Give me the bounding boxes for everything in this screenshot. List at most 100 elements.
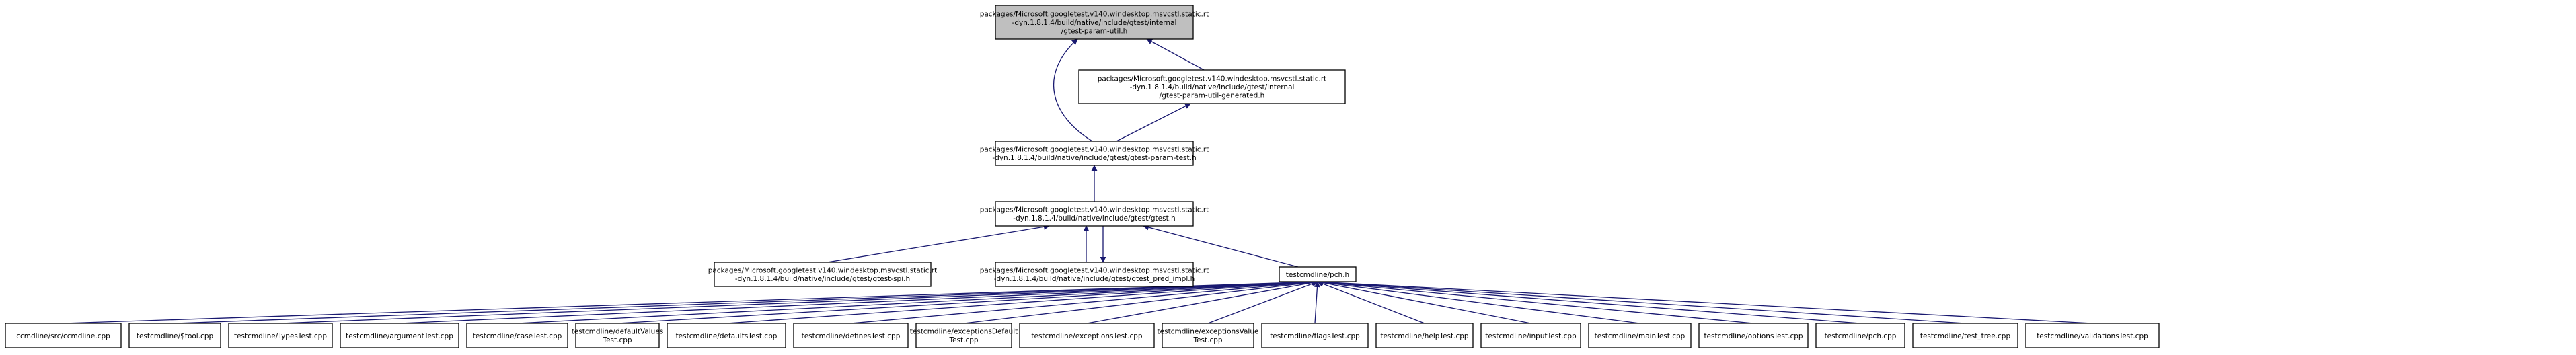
node-exceptions-test[interactable]: testcmdline/exceptionsTest.cpp	[1019, 323, 1155, 348]
node-box	[995, 141, 1194, 166]
node-label-line: packages/Microsoft.googletest.v140.winde…	[708, 267, 938, 275]
node-gtest-spi[interactable]: packages/Microsoft.googletest.v140.winde…	[708, 262, 938, 287]
edge-pch-h-to-gtest	[1143, 224, 1299, 268]
node-label-line: testcmdline/defaultValues	[572, 328, 664, 336]
graph-nodes: packages/Microsoft.googletest.v140.winde…	[5, 5, 2160, 348]
dependency-edges	[63, 38, 2093, 324]
node-ftool-cpp[interactable]: testcmdline/$tool.cpp	[128, 323, 221, 348]
node-label-line: testcmdline/exceptionsDefault	[910, 328, 1018, 336]
edge-case-test-to-pch-h	[517, 278, 1318, 324]
edge-help-test-to-pch-h	[1317, 280, 1425, 324]
node-label-line: Test.cpp	[602, 336, 632, 344]
edge-exceptions-default-test-to-pch-h	[963, 279, 1318, 324]
node-box	[2025, 323, 2160, 348]
node-box	[1019, 323, 1155, 348]
node-box	[340, 323, 459, 348]
edge-gtest-param-util-generated-to-gtest-param-util	[1146, 38, 1205, 71]
node-box	[995, 201, 1194, 227]
edge-gtest-param-test-to-gtest-param-util	[1053, 38, 1093, 142]
node-box	[1375, 323, 1474, 348]
node-label-line: testcmdline/exceptionsValue	[1158, 328, 1259, 336]
node-box	[1912, 323, 2018, 348]
node-argument-test[interactable]: testcmdline/argumentTest.cpp	[340, 323, 459, 348]
node-label-line: testcmdline/caseTest.cpp	[473, 332, 562, 340]
node-label-line: -dyn.1.8.1.4/build/native/include/gtest/…	[994, 275, 1195, 283]
node-gtest-param-test[interactable]: packages/Microsoft.googletest.v140.winde…	[980, 141, 1209, 166]
node-box	[1279, 266, 1357, 282]
edge-defines-test-to-pch-h	[850, 279, 1318, 324]
node-label-line: -dyn.1.8.1.4/build/native/include/gtest/…	[1013, 214, 1175, 223]
node-label-line: ccmdline/src/ccmdline.cpp	[16, 332, 110, 340]
node-box	[5, 323, 122, 348]
node-flags-test[interactable]: testcmdline/flagsTest.cpp	[1261, 323, 1369, 348]
node-label-line: testcmdline/pch.cpp	[1825, 332, 1897, 340]
edge-argument-test-to-pch-h	[399, 278, 1318, 324]
node-pch-cpp[interactable]: testcmdline/pch.cpp	[1815, 323, 1905, 348]
node-box	[667, 323, 786, 348]
edge-main-test-to-pch-h	[1317, 279, 1640, 324]
node-box	[1698, 323, 1809, 348]
node-ccmdline-cpp[interactable]: ccmdline/src/ccmdline.cpp	[5, 323, 122, 348]
node-label-line: testcmdline/argumentTest.cpp	[346, 332, 453, 340]
node-test-tree[interactable]: testcmdline/test_tree.cpp	[1912, 323, 2018, 348]
node-label-line: testcmdline/test_tree.cpp	[1920, 332, 2011, 340]
node-types-test[interactable]: testcmdline/TypesTest.cpp	[228, 323, 333, 348]
edge-ccmdline-cpp-to-pch-h	[63, 278, 1318, 324]
node-case-test[interactable]: testcmdline/caseTest.cpp	[466, 323, 568, 348]
node-label-line: /gtest-param-util-generated.h	[1160, 91, 1265, 100]
edge-pch-cpp-to-pch-h	[1317, 279, 1861, 324]
node-box	[228, 323, 333, 348]
node-box	[995, 262, 1194, 287]
node-box	[915, 323, 1012, 348]
node-gtest[interactable]: packages/Microsoft.googletest.v140.winde…	[980, 201, 1209, 227]
node-label-line: -dyn.1.8.1.4/build/native/include/gtest/…	[1130, 83, 1295, 91]
node-label-line: -dyn.1.8.1.4/build/native/include/gtest/…	[1012, 19, 1177, 27]
node-defaults-test[interactable]: testcmdline/defaultsTest.cpp	[667, 323, 786, 348]
edge-types-test-to-pch-h	[280, 278, 1318, 324]
edge-flags-test-to-pch-h	[1314, 281, 1320, 324]
node-defines-test[interactable]: testcmdline/definesTest.cpp	[793, 323, 909, 348]
edge-options-test-to-pch-h	[1317, 279, 1754, 324]
edge-test-tree-to-pch-h	[1317, 279, 1966, 324]
node-label-line: -dyn.1.8.1.4/build/native/include/gtest/…	[992, 154, 1196, 162]
node-main-test[interactable]: testcmdline/mainTest.cpp	[1588, 323, 1692, 348]
node-label-line: testcmdline/mainTest.cpp	[1595, 332, 1685, 340]
node-box	[128, 323, 221, 348]
edge-exceptions-test-to-pch-h	[1086, 280, 1318, 324]
node-input-test[interactable]: testcmdline/inputTest.cpp	[1480, 323, 1581, 348]
node-label-line: testcmdline/definesTest.cpp	[802, 332, 901, 340]
node-box	[793, 323, 909, 348]
edge-gtest-spi-to-gtest	[827, 223, 1050, 263]
node-label-line: /gtest-param-util.h	[1061, 27, 1128, 35]
node-box	[1162, 323, 1254, 348]
node-label-line: packages/Microsoft.googletest.v140.winde…	[1098, 75, 1327, 83]
node-validations-test[interactable]: testcmdline/validationsTest.cpp	[2025, 323, 2160, 348]
node-label-line: testcmdline/defaultsTest.cpp	[676, 332, 778, 340]
node-gtest-param-util: packages/Microsoft.googletest.v140.winde…	[980, 5, 1209, 40]
node-box	[575, 323, 660, 348]
node-box	[1261, 323, 1369, 348]
node-pch-h[interactable]: testcmdline/pch.h	[1279, 266, 1357, 282]
node-gtest-param-util-generated[interactable]: packages/Microsoft.googletest.v140.winde…	[1078, 69, 1346, 104]
node-label-line: testcmdline/exceptionsTest.cpp	[1031, 332, 1143, 340]
node-options-test[interactable]: testcmdline/optionsTest.cpp	[1698, 323, 1809, 348]
node-gtest-pred-impl[interactable]: packages/Microsoft.googletest.v140.winde…	[980, 262, 1209, 287]
node-label-line: testcmdline/TypesTest.cpp	[234, 332, 327, 340]
node-label-line: testcmdline/inputTest.cpp	[1485, 332, 1577, 340]
edge-gtest-param-test-to-gtest-param-util-generated	[1116, 103, 1191, 142]
node-label-line: testcmdline/flagsTest.cpp	[1270, 332, 1360, 340]
node-help-test[interactable]: testcmdline/helpTest.cpp	[1375, 323, 1474, 348]
node-box	[714, 262, 932, 287]
node-box	[1078, 69, 1346, 104]
node-label-line: -dyn.1.8.1.4/build/native/include/gtest/…	[735, 275, 910, 283]
edge-default-values-test-to-pch-h	[617, 278, 1318, 324]
edge-input-test-to-pch-h	[1317, 280, 1531, 324]
edge-validations-test-to-pch-h	[1317, 278, 2093, 324]
node-box	[995, 5, 1194, 40]
node-label-line: Test.cpp	[948, 336, 978, 344]
edge-defaults-test-to-pch-h	[726, 279, 1318, 324]
